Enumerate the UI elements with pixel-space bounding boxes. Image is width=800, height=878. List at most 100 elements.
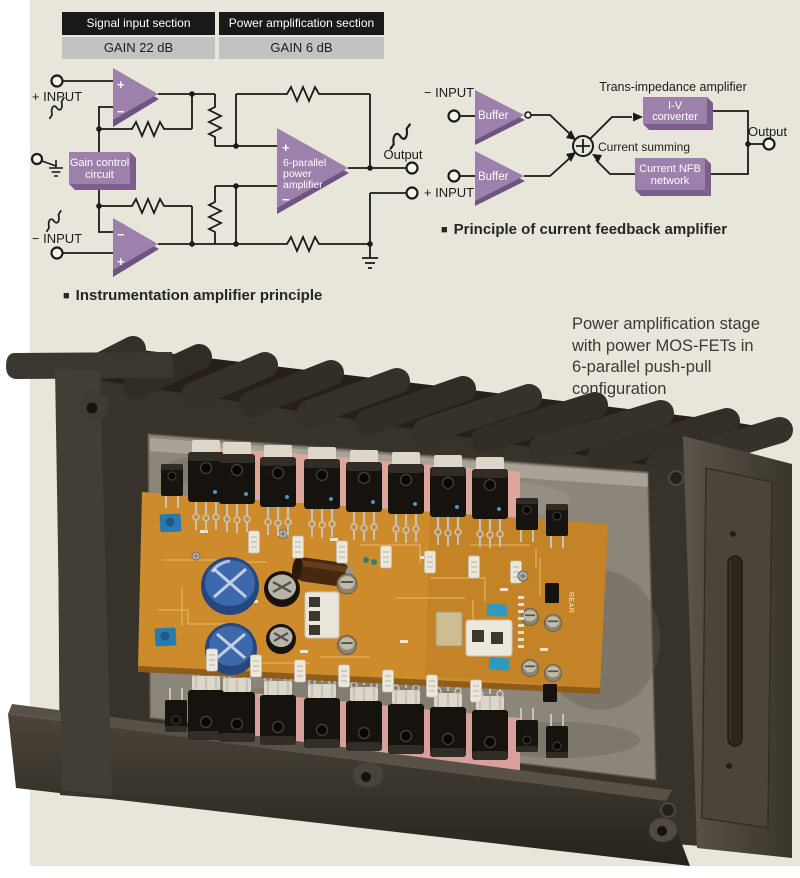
minus-input-label: − INPUT (32, 231, 82, 246)
ground-icon (362, 257, 378, 269)
capacitor-tan (543, 613, 563, 633)
svg-text:converter: converter (652, 111, 698, 123)
svg-text:−: − (282, 192, 290, 207)
minus-input-terminal (447, 109, 461, 123)
screw (277, 528, 289, 540)
power-section-gain: GAIN 6 dB (219, 37, 384, 59)
current-feedback-caption: ■Principle of current feedback amplifier (441, 221, 728, 238)
screw-hole (361, 772, 371, 782)
plus-input-label: + INPUT (32, 89, 82, 104)
svg-text:network: network (651, 175, 690, 187)
svg-text:−: − (117, 104, 125, 119)
output-terminal (405, 161, 419, 175)
buffer2-triangle: Buffer (475, 151, 525, 206)
board-marking-label: REAR (567, 592, 574, 613)
panel-slot (727, 555, 743, 747)
square-bullet-icon: ■ (441, 224, 448, 236)
capacitor-blue (201, 557, 259, 675)
power-section-title: Power amplification section (219, 12, 384, 35)
svg-text:Current NFB: Current NFB (639, 163, 701, 175)
transistor (545, 583, 559, 603)
iv-converter-box: I-V converter (643, 97, 713, 130)
plus-input-terminal (50, 74, 64, 88)
capacitor-film-blue (486, 603, 508, 617)
circuit-wires (62, 80, 407, 258)
capacitor-brown (292, 556, 353, 587)
capacitor-tan (520, 607, 540, 627)
svg-text:6-parallel: 6-parallel (283, 157, 326, 169)
transistor (302, 668, 342, 750)
led (371, 559, 377, 565)
screw (191, 551, 201, 561)
signal-section-gain: GAIN 22 dB (62, 37, 215, 59)
minus-input-label: − INPUT (424, 85, 474, 100)
circuit-nodes (96, 91, 373, 247)
circuit-node (745, 141, 751, 147)
signal-section-title: Signal input section (62, 12, 215, 35)
current-summing-label: Current summing (598, 140, 690, 154)
heatsink-left-bracket (6, 352, 174, 796)
svg-text:Buffer: Buffer (478, 171, 509, 183)
smd-resistors (518, 596, 524, 648)
arrow-icon (592, 154, 602, 163)
screw-hole (660, 802, 676, 818)
gain-control-box: Gain control circuit (69, 152, 136, 190)
svg-text:−: − (117, 227, 125, 242)
power-amp-triangle: + 6-parallel power amplifier − (277, 128, 349, 214)
svg-text:amplifier: amplifier (283, 179, 323, 191)
photo-caption: Power amplification stage with power MOS… (572, 315, 761, 398)
capacitor-tan (520, 658, 540, 678)
capacitor-black (264, 571, 300, 654)
sine-wave-icon (42, 210, 66, 233)
output-terminal (762, 137, 776, 151)
amplifier-photo: REAR (6, 336, 793, 866)
sine-wave-icon (386, 123, 414, 150)
arrow-icon (633, 112, 643, 122)
trimmer-potentiometer (154, 513, 182, 647)
buffer1-triangle: Buffer (475, 90, 525, 145)
resistor (206, 94, 224, 146)
screw-hole (86, 402, 98, 414)
svg-text:+: + (117, 77, 125, 92)
chassis-ground-icon (30, 152, 63, 177)
resistor (99, 119, 192, 139)
buffer-output-node (524, 111, 532, 119)
svg-text:circuit: circuit (85, 169, 114, 181)
arrow-icon (566, 130, 576, 140)
resistor (236, 84, 370, 104)
relay (435, 611, 463, 647)
current-feedback-diagram: Buffer Buffer I-V converter (424, 80, 787, 206)
arrow-icon (566, 152, 576, 162)
connector-2pin (465, 619, 513, 657)
svg-text:+: + (117, 254, 125, 269)
output-label: Output (383, 147, 422, 162)
capacitor-tan (543, 663, 563, 683)
screw-hole (657, 826, 667, 836)
opamp2-triangle: − + (113, 218, 159, 277)
resistor (99, 196, 192, 216)
svg-text:power: power (283, 168, 312, 180)
trans-impedance-label: Trans-impedance amplifier (599, 80, 747, 94)
instrumentation-amplifier-diagram: + − − + Gain control circuit (30, 68, 423, 277)
output-terminal (405, 186, 419, 200)
svg-text:Buffer: Buffer (478, 110, 509, 122)
summing-junction-icon (572, 135, 594, 157)
current-nfb-box: Current NFB network (635, 158, 711, 196)
screw-hole (668, 470, 684, 486)
svg-text:I-V: I-V (668, 100, 683, 112)
svg-text:+: + (282, 140, 290, 155)
transistor (344, 671, 384, 753)
led (363, 557, 369, 563)
power-section-header: Power amplification section GAIN 6 dB (219, 12, 384, 59)
svg-text:Gain control: Gain control (70, 157, 129, 169)
resistor (236, 234, 370, 254)
resistor (206, 186, 224, 244)
square-bullet-icon: ■ (63, 290, 70, 302)
instrumentation-caption: ■Instrumentation amplifier principle (63, 287, 323, 304)
plus-input-label: + INPUT (424, 185, 474, 200)
capacitor-tan (336, 573, 358, 595)
capacitor-film-blue (488, 657, 510, 671)
signal-section-header: Signal input section GAIN 22 dB (62, 12, 215, 59)
